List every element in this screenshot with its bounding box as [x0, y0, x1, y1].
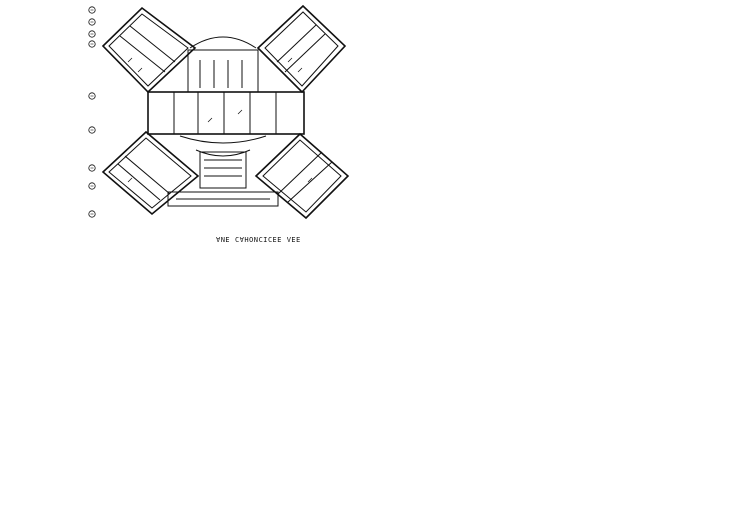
core-block [147, 36, 305, 207]
dimension-ticks [127, 57, 313, 183]
wing-sw [101, 130, 200, 216]
wing-ne [256, 4, 347, 94]
plan-title: ƎƎɅ ƎƎƆIƆNOHAƆ ƎNA [215, 235, 301, 243]
wing-se [254, 132, 350, 220]
wing-nw [101, 6, 197, 94]
floor-plan-top-left [88, 4, 350, 220]
grid-bubbles-left [88, 6, 96, 218]
